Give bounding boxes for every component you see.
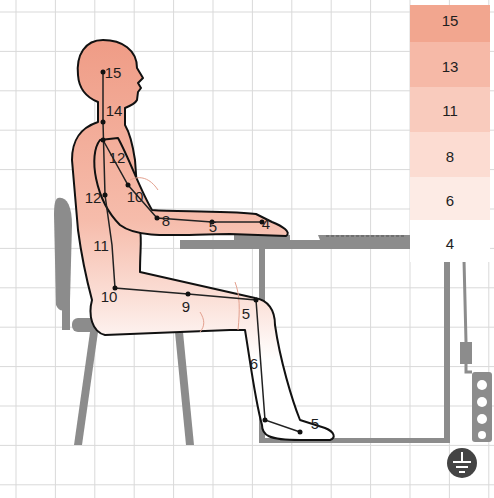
callout-number: 8 [162, 213, 170, 228]
arm-outline [94, 138, 288, 236]
laptop-keys [326, 236, 406, 237]
grid-line [173, 0, 174, 498]
joint [155, 216, 160, 221]
desk-leg [444, 249, 450, 443]
ground-symbol [447, 448, 477, 478]
skeleton-line [103, 72, 300, 432]
callout-number: 10 [127, 189, 144, 204]
body-outline [72, 40, 334, 440]
socket [477, 414, 487, 424]
scale-value: 8 [446, 149, 454, 164]
socket [478, 431, 486, 439]
scale-value: 6 [446, 193, 454, 208]
callout-number: 11 [93, 238, 109, 253]
callout-number: 10 [101, 289, 118, 304]
scale-value: 15 [442, 13, 459, 28]
joint [298, 430, 303, 435]
chair-leg [175, 332, 194, 445]
desk [180, 240, 452, 443]
scale-value: 4 [446, 236, 454, 251]
power [412, 237, 492, 478]
joint [254, 298, 259, 303]
socket [477, 380, 487, 390]
scale-value: 13 [442, 59, 459, 74]
callout-number: 15 [105, 65, 122, 80]
grid-line [0, 406, 494, 407]
chair-leg [74, 332, 98, 445]
ground-mark [453, 452, 471, 472]
socket [477, 397, 487, 407]
grid-line [0, 484, 494, 485]
grid-line [0, 445, 494, 446]
zone-line [130, 178, 239, 332]
callout-number: 5 [209, 219, 217, 234]
joint [126, 183, 131, 188]
skeleton [103, 72, 300, 432]
callout-number: 6 [250, 356, 258, 371]
scale-value: 11 [442, 103, 458, 118]
joint [263, 418, 268, 423]
plug [460, 342, 472, 364]
joint [101, 120, 106, 125]
grid-line [0, 287, 494, 288]
grid-line [0, 366, 494, 367]
callout-number: 5 [242, 306, 250, 321]
joint [103, 193, 108, 198]
power-strip [472, 372, 492, 442]
callout-number: 12 [109, 150, 126, 165]
joint [101, 138, 106, 143]
cable [466, 364, 472, 372]
callout-number: 4 [262, 216, 270, 231]
callout-number: 9 [182, 299, 190, 314]
chair-post [62, 300, 70, 330]
grid-line [16, 0, 17, 498]
skeleton-line [103, 140, 262, 222]
joints [101, 70, 303, 435]
callout-number: 12 [85, 190, 102, 205]
person [72, 40, 334, 440]
callout-number: 5 [311, 416, 319, 431]
callout-number: 14 [106, 103, 123, 118]
chair-back [54, 198, 72, 311]
joint [186, 292, 191, 297]
